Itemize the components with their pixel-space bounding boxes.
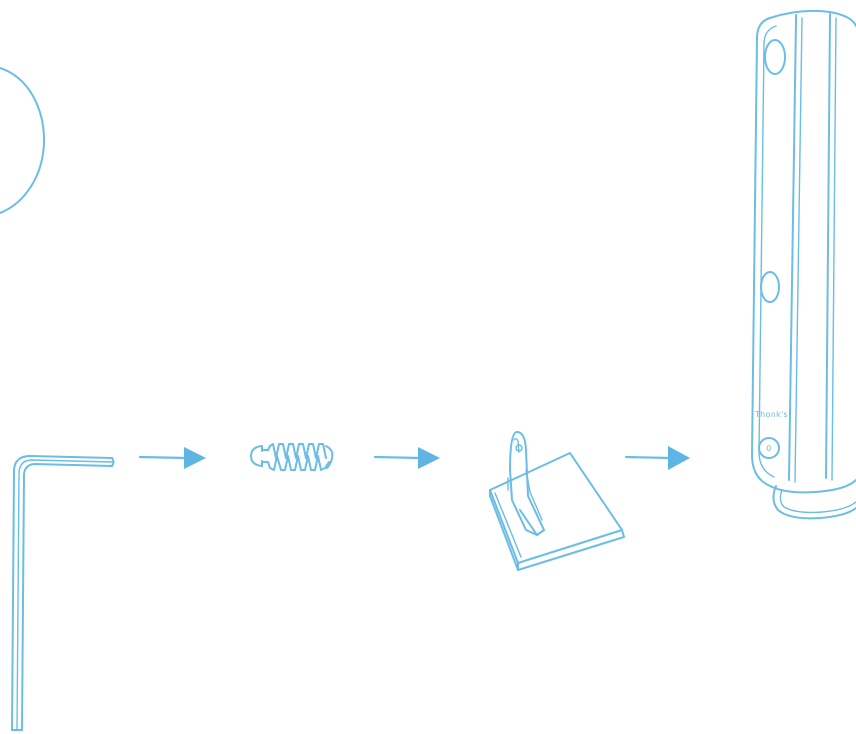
allen-key-icon	[11, 455, 115, 731]
screw-icon	[250, 443, 334, 471]
bracket-icon	[489, 431, 625, 571]
step-arrow-3	[624, 446, 690, 470]
step-arrow-2	[373, 447, 440, 469]
device-brand-label: Thonk's	[754, 410, 788, 419]
step-arrow-1	[138, 447, 206, 469]
partial-circle-shape	[0, 67, 45, 214]
device-button-label: 0	[766, 444, 771, 453]
tower-device-icon: 0 Thonk's	[751, 9, 856, 520]
